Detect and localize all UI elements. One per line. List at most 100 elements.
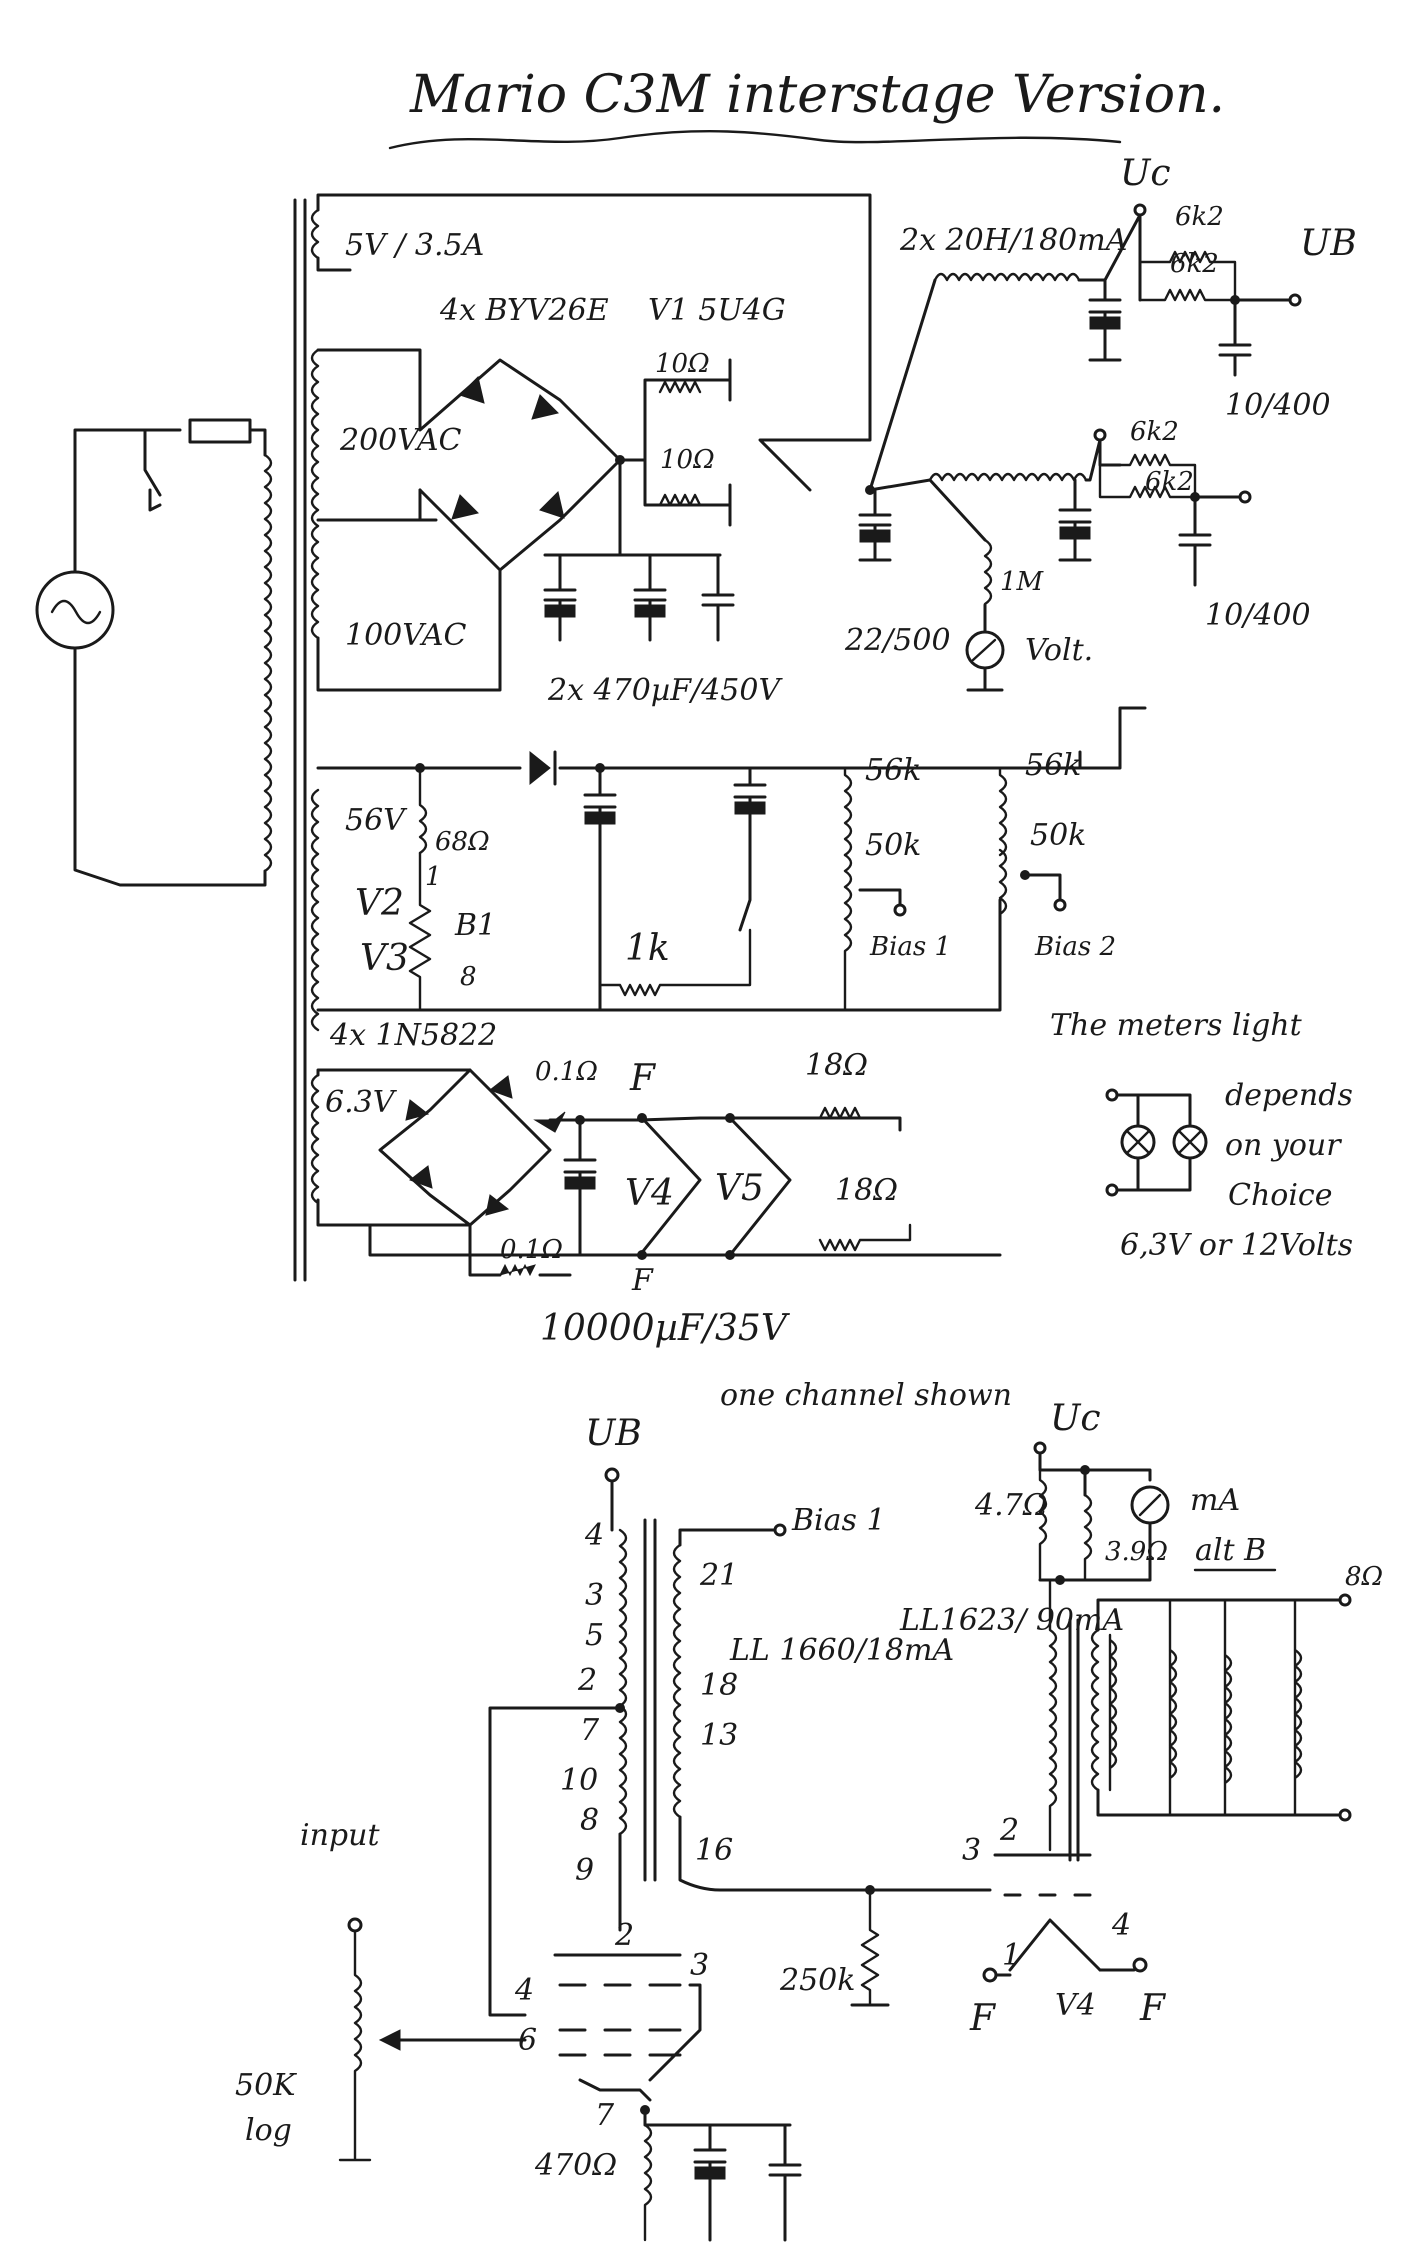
chain-dot-1: [725, 1113, 735, 1123]
r50k-b-label: 50k: [1030, 818, 1086, 853]
lamp-wires: [1115, 1093, 1192, 1192]
v100-label: 100VAC: [345, 618, 467, 653]
diodes-1n5822-label: 4x 1N5822: [329, 1018, 497, 1053]
branch1-cap-body: [1089, 316, 1121, 330]
mains-section: [35, 198, 307, 1282]
out-primary-icon: [1048, 1578, 1058, 1852]
uc-label: Uc: [1120, 153, 1171, 194]
r18a-icon: [778, 1106, 892, 1120]
choke-2-icon: [928, 472, 1088, 482]
r6k2-1b-icon: [1138, 288, 1237, 302]
p4-label: 4: [584, 1518, 604, 1553]
reservoir-cap: [858, 488, 892, 562]
r6k2-1a-label: 6k2: [1175, 202, 1224, 232]
r50k-a-label: 50k: [865, 828, 921, 863]
heater-r01-bot-icon: [499, 1263, 536, 1277]
r18b-label: 18Ω: [835, 1173, 898, 1208]
r56k-a-label: 56k: [865, 753, 921, 788]
f-left-terminal: [982, 1967, 998, 1983]
r1k-label: 1k: [625, 928, 670, 969]
ma-meter-needle: [1138, 1493, 1162, 1517]
v4-heater-label: V4: [625, 1173, 674, 1214]
lamp-2-x: [1178, 1130, 1202, 1154]
hv-tap-ground: [402, 488, 438, 522]
pot-wiper-head: [378, 2029, 401, 2051]
alt-b-label: alt B: [1195, 1533, 1266, 1568]
bias-top-rail: [316, 706, 1147, 770]
rk-icon: [643, 2123, 653, 2242]
r47-label: 4.7Ω: [974, 1488, 1048, 1523]
tube-p2-label: 2: [614, 1918, 634, 1953]
v4-filament: [1008, 1918, 1102, 1972]
filter-cap-3: [701, 553, 735, 642]
hv-winding-icon: [310, 348, 320, 640]
one-channel-label: one channel shown: [720, 1378, 1012, 1413]
heater-cap: [563, 1118, 597, 1257]
v4-pin1-label: 1: [1002, 1938, 1021, 1973]
v4-anode-pin-label: 2: [999, 1813, 1019, 1848]
r68-label: 68Ω: [435, 827, 490, 857]
filter-cap-2-body: [634, 604, 666, 618]
note-line1: The meters light: [1050, 1008, 1303, 1043]
inter-tx-label: LL 1660/18mA: [729, 1633, 954, 1668]
interstage-secondary-icon: [672, 1543, 682, 1819]
input-label: input: [300, 1818, 380, 1853]
heater-tube-chain: [638, 1116, 792, 1257]
bias-r1k-icon: [598, 928, 752, 997]
mains-fuse-icon: [188, 418, 252, 444]
voltmeter-ground: [966, 603, 1004, 692]
s16-label: 16: [695, 1833, 733, 1868]
bridge-diode-3: [451, 494, 479, 520]
mains-wire-bottom: [73, 646, 267, 887]
tube-p6-label: 6: [518, 2023, 537, 2058]
heater-5v-label: 5V / 3.5A: [345, 228, 484, 263]
volt-label: Volt.: [1025, 633, 1093, 668]
r6k2-1a-icon: [1138, 250, 1237, 302]
pin8-label: 8: [460, 962, 477, 992]
hv-wire-top: [316, 348, 622, 572]
f-right-label: F: [1139, 1988, 1167, 2029]
p2-to-anode-wire: [488, 1706, 622, 2017]
bias-cap-1-body: [584, 811, 616, 825]
p10-label: 10: [560, 1763, 598, 1798]
amp-ub-terminal: [604, 1467, 620, 1483]
secondary-to-grid: [678, 1815, 992, 1892]
ub-cap: [1218, 298, 1252, 377]
heater-plus-rail: [548, 1116, 902, 1132]
g2-to-anode: [648, 1983, 702, 2082]
r10b-icon: [658, 493, 702, 507]
lamp-1-x: [1126, 1130, 1150, 1154]
bias-winding-icon: [310, 788, 320, 1032]
note-line5: 6,3V or 12Volts: [1120, 1228, 1353, 1263]
heater-wire-top: [316, 1068, 552, 1227]
b1-label: B1: [454, 908, 496, 943]
input-terminal: [347, 1917, 363, 1933]
bleeder-1m-icon: [983, 538, 993, 606]
r56k-b-label: 56k: [1025, 748, 1081, 783]
ub-terminal-icon: [1288, 293, 1302, 307]
filter-cap-1: [543, 553, 577, 642]
branch1-cap: [1088, 298, 1122, 362]
choke-feed-2: [868, 478, 932, 492]
amp-uc-wire: [1038, 1451, 1152, 1497]
f-bot-dot: [637, 1250, 647, 1260]
primary-winding-icon: [263, 453, 273, 873]
input-tube-cathode: [578, 2078, 652, 2102]
lamp-2-icon: [1172, 1124, 1208, 1160]
winding-5v-icon: [310, 208, 320, 260]
mains-switch-icon: [143, 428, 162, 512]
f-bot-label: F: [631, 1263, 654, 1298]
f-right-terminal: [1132, 1957, 1148, 1973]
r1m-label: 1M: [1000, 567, 1045, 597]
r6k2-2b-icon: [1098, 463, 1197, 499]
s21-label: 21: [699, 1558, 738, 1593]
tube-p7-label: 7: [595, 2098, 615, 2133]
ac-wave-icon: [50, 599, 102, 625]
heater-cap-body: [564, 1176, 596, 1190]
r47-icon: [1038, 1468, 1048, 1582]
v4-pin4-label: 4: [1111, 1908, 1131, 1943]
v5-heater-label: V5: [715, 1168, 764, 1209]
pin1-label: 1: [425, 862, 442, 892]
schematic-title: Mario C3M interstage Version.: [409, 65, 1225, 125]
